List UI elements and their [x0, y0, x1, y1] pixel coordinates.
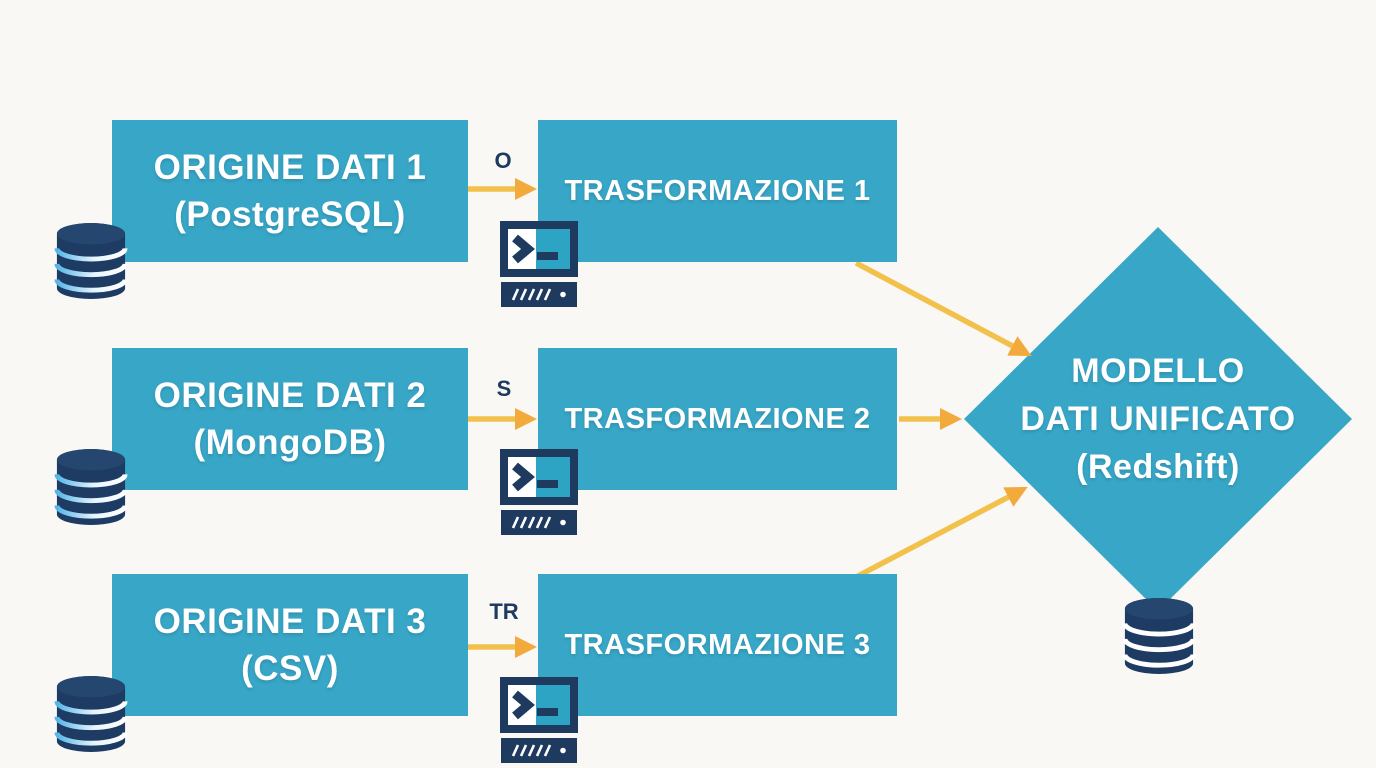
terminal-icon: [500, 677, 578, 763]
arrow-label-3: TR: [489, 599, 519, 624]
transform-node-1: TRASFORMAZIONE 1: [538, 120, 897, 262]
source-subtitle: (CSV): [241, 649, 339, 688]
transform-node-2: TRASFORMAZIONE 2: [538, 348, 897, 490]
arrow-transform3-to-model: [854, 486, 1028, 580]
arrow-label-1: O: [494, 148, 512, 173]
terminal-icon: [500, 449, 578, 535]
database-icon: [54, 449, 128, 525]
source-node-csv: ORIGINE DATI 3 (CSV): [112, 574, 468, 716]
transform-title: TRASFORMAZIONE 2: [564, 402, 871, 435]
source-title: ORIGINE DATI 2: [153, 376, 427, 415]
transform-node-3: TRASFORMAZIONE 3: [538, 574, 897, 716]
database-icon: [1122, 598, 1196, 674]
source-subtitle: (PostgreSQL): [174, 195, 406, 234]
database-icon: [54, 676, 128, 752]
source-title: ORIGINE DATI 3: [153, 602, 427, 641]
transform-title: TRASFORMAZIONE 1: [564, 174, 871, 207]
database-icon: [54, 223, 128, 299]
unified-model-label: MODELLO DATI UNIFICATO (Redshift): [998, 347, 1318, 491]
source-node-mongodb: ORIGINE DATI 2 (MongoDB): [112, 348, 468, 490]
transform-title: TRASFORMAZIONE 3: [564, 628, 871, 661]
source-node-postgresql: ORIGINE DATI 1 (PostgreSQL): [112, 120, 468, 262]
terminal-icon: [500, 221, 578, 307]
unified-model-line2: DATI UNIFICATO: [1020, 400, 1296, 438]
unified-model-line1: MODELLO: [1071, 352, 1245, 390]
arrow-label-2: S: [496, 376, 512, 401]
arrow-transform1-to-model: [854, 260, 1032, 357]
source-title: ORIGINE DATI 1: [153, 148, 427, 187]
unified-model-line3: (Redshift): [1076, 448, 1240, 486]
source-subtitle: (MongoDB): [193, 423, 387, 462]
